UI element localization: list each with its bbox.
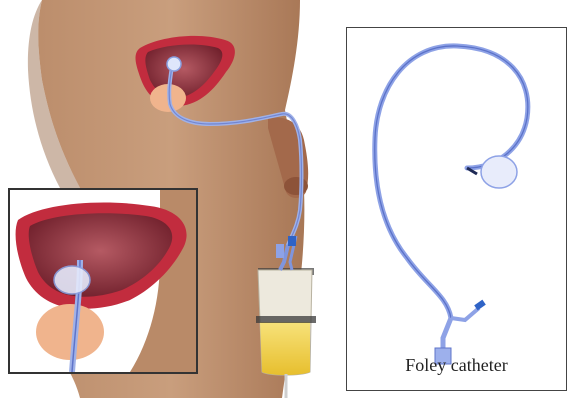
catheter-panel: Foley catheter <box>346 27 567 391</box>
bladder-closeup-inset <box>8 188 198 374</box>
figure-caption: Foley catheter <box>347 355 566 376</box>
foley-catheter-drawing <box>347 28 566 390</box>
